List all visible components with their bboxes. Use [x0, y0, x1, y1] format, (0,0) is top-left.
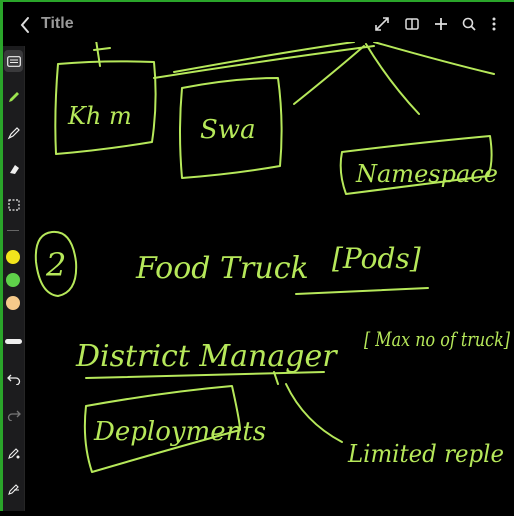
fullscreen-button[interactable] [371, 13, 393, 35]
ink-text-namespace: Namespace [355, 160, 498, 188]
keyboard-icon [6, 55, 21, 67]
keyboard-tool[interactable] [4, 50, 23, 72]
pen-settings-button[interactable] [3, 442, 24, 464]
text-icon [7, 484, 19, 495]
title-bar: Title [3, 8, 514, 42]
ink-text-food-truck: Food Truck [135, 251, 309, 286]
highlighter-icon [7, 127, 20, 140]
window-frame-top [0, 0, 514, 2]
ink-strokes [34, 39, 495, 473]
redo-button[interactable] [3, 404, 24, 426]
pen-settings-icon [7, 448, 19, 459]
stroke-width-selector[interactable] [5, 339, 22, 344]
ink-text-limited-reple: Limited reple [347, 440, 504, 468]
ink-text-max-trucks: [ Max no of truck] [364, 327, 510, 351]
window-frame-left [0, 0, 3, 511]
split-view-button[interactable] [401, 13, 423, 35]
back-button[interactable] [13, 12, 37, 38]
highlighter-tool[interactable] [3, 122, 24, 144]
search-button[interactable] [458, 13, 480, 35]
ink-text-number: 2 [45, 246, 66, 284]
split-view-icon [405, 18, 419, 30]
ink-text-swa: Swa [200, 115, 256, 145]
undo-icon [6, 374, 20, 385]
back-icon [20, 17, 29, 33]
pen-icon [8, 92, 19, 102]
note-canvas[interactable]: Kh m Swa Namespace 2 Food Truck [Pods] D… [24, 39, 514, 511]
add-button[interactable] [430, 13, 452, 35]
text-tool[interactable] [3, 478, 24, 500]
color-swatch-yellow[interactable] [6, 250, 20, 264]
lasso-tool[interactable] [3, 194, 24, 216]
color-swatch-peach[interactable] [6, 296, 20, 310]
pen-tool[interactable] [3, 86, 24, 108]
fullscreen-icon [375, 17, 389, 31]
search-icon [462, 17, 476, 31]
ink-text-district-manager: District Manager [75, 339, 338, 374]
ink-text-pods: [Pods] [332, 242, 421, 275]
redo-icon [7, 410, 21, 421]
color-swatch-green[interactable] [6, 273, 20, 287]
handwriting-layer: Kh m Swa Namespace 2 Food Truck [Pods] D… [34, 39, 510, 473]
add-icon [435, 18, 447, 30]
page-title[interactable]: Title [41, 15, 74, 32]
more-icon [492, 17, 496, 31]
ink-text-deployments: Deployments [93, 417, 266, 447]
ink-text: Kh m Swa Namespace 2 Food Truck [Pods] D… [45, 102, 510, 468]
eraser-icon [9, 165, 19, 174]
drawing-toolbar [3, 46, 25, 511]
lasso-icon [7, 199, 20, 211]
undo-button[interactable] [3, 368, 24, 390]
more-button[interactable] [483, 13, 505, 35]
ink-text-kh: Kh m [67, 102, 132, 130]
toolbar-divider [7, 230, 19, 231]
eraser-tool[interactable] [3, 158, 24, 180]
